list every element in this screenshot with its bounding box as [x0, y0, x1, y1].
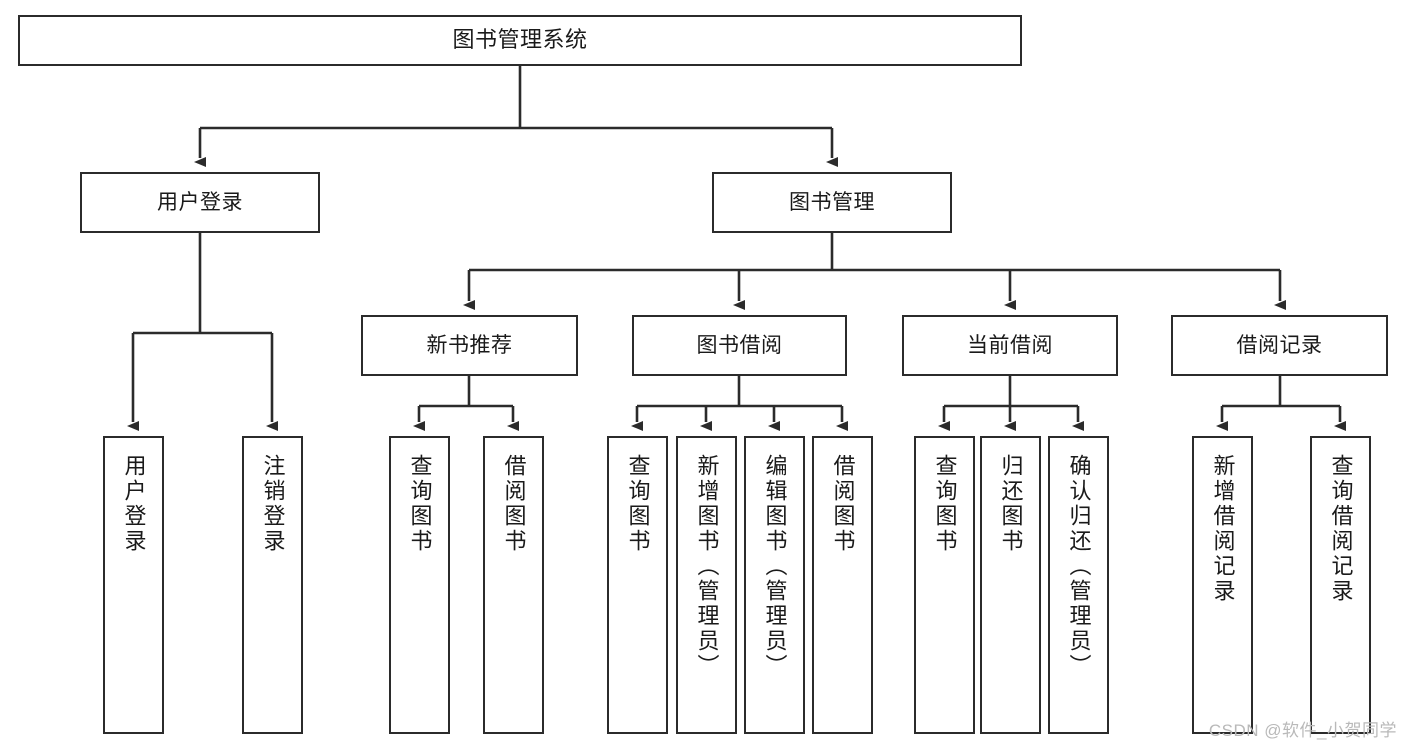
- node-label: 借阅图书: [830, 454, 856, 554]
- node-label: 确认归还（管理员）: [1066, 454, 1092, 679]
- node-user-login[interactable]: 用户登录: [80, 172, 320, 233]
- node-label: 新增图书（管理员）: [694, 454, 720, 679]
- node-label: 查询图书: [932, 454, 958, 554]
- node-leaf-query-book-recommend[interactable]: 查询图书: [389, 436, 450, 734]
- node-leaf-return-book[interactable]: 归还图书: [980, 436, 1041, 734]
- node-book-borrow[interactable]: 图书借阅: [632, 315, 847, 376]
- node-book-management[interactable]: 图书管理: [712, 172, 952, 233]
- node-current-borrow[interactable]: 当前借阅: [902, 315, 1118, 376]
- node-leaf-borrow-book-recommend[interactable]: 借阅图书: [483, 436, 544, 734]
- node-label: 编辑图书（管理员）: [762, 454, 788, 679]
- node-new-book-recommend[interactable]: 新书推荐: [361, 315, 578, 376]
- node-label: 图书管理系统: [452, 27, 588, 53]
- node-leaf-user-login[interactable]: 用户登录: [103, 436, 164, 734]
- node-label: 用户登录: [121, 454, 147, 554]
- node-leaf-query-borrow-record[interactable]: 查询借阅记录: [1310, 436, 1371, 734]
- node-leaf-query-book-borrow[interactable]: 查询图书: [607, 436, 668, 734]
- node-leaf-borrow-book[interactable]: 借阅图书: [812, 436, 873, 734]
- node-label: 用户登录: [157, 190, 243, 214]
- node-label: 借阅记录: [1236, 333, 1323, 357]
- node-label: 新书推荐: [426, 333, 513, 357]
- node-root-system[interactable]: 图书管理系统: [18, 15, 1022, 66]
- csdn-watermark: CSDN @软件_小贺同学: [1208, 721, 1397, 740]
- node-leaf-confirm-return-admin[interactable]: 确认归还（管理员）: [1048, 436, 1109, 734]
- node-label: 图书借阅: [696, 333, 783, 357]
- node-leaf-query-book-current[interactable]: 查询图书: [914, 436, 975, 734]
- node-label: 归还图书: [998, 454, 1024, 554]
- node-leaf-add-borrow-record[interactable]: 新增借阅记录: [1192, 436, 1253, 734]
- node-label: 图书管理: [789, 190, 875, 214]
- node-label: 查询借阅记录: [1328, 454, 1354, 604]
- node-leaf-add-book-admin[interactable]: 新增图书（管理员）: [676, 436, 737, 734]
- node-leaf-logout[interactable]: 注销登录: [242, 436, 303, 734]
- node-leaf-edit-book-admin[interactable]: 编辑图书（管理员）: [744, 436, 805, 734]
- node-label: 查询图书: [407, 454, 433, 554]
- node-label: 借阅图书: [501, 454, 527, 554]
- node-label: 新增借阅记录: [1210, 454, 1236, 604]
- node-label: 查询图书: [625, 454, 651, 554]
- node-borrow-records[interactable]: 借阅记录: [1171, 315, 1388, 376]
- node-label: 注销登录: [260, 454, 286, 554]
- node-label: 当前借阅: [967, 333, 1053, 357]
